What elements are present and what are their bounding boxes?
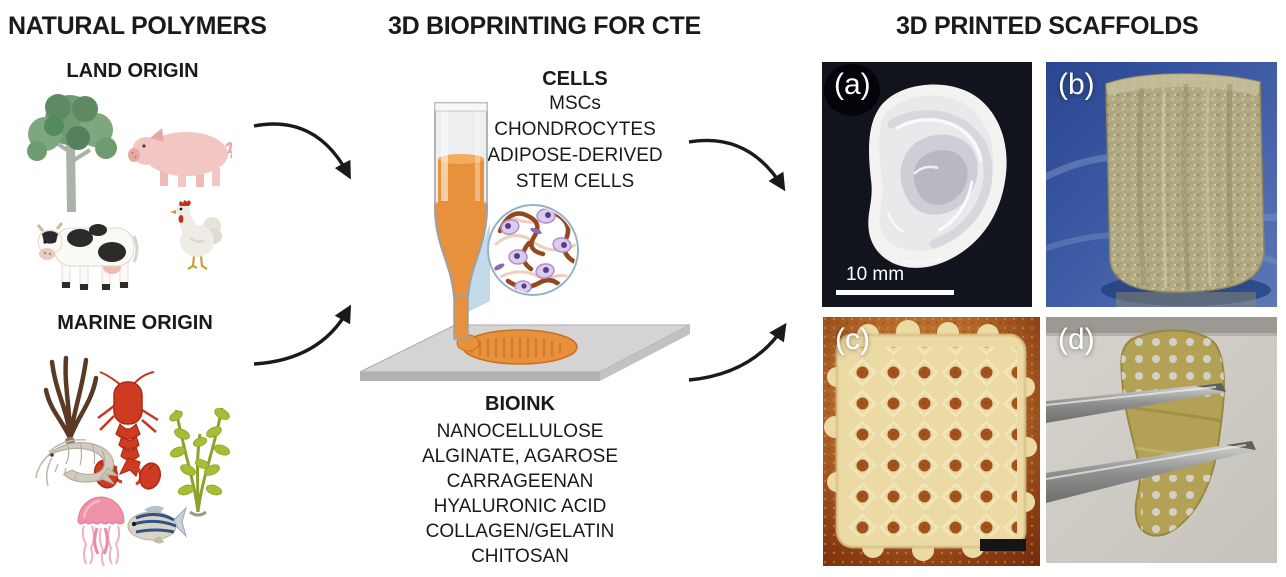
cells-heading: CELLS: [542, 68, 608, 90]
bioprinting-title: 3D BIOPRINTING FOR CTE: [388, 12, 701, 40]
cells-line: STEM CELLS: [515, 171, 635, 192]
striped-fish-icon: [127, 505, 188, 544]
photo-b-label: (b): [1058, 68, 1095, 101]
bioink-line: NANOCELLULOSE: [436, 421, 604, 442]
label-backdrop: [824, 64, 880, 116]
ear-scaffold-image: [822, 62, 1032, 307]
cells-line: ADIPOSE-DERIVED: [487, 145, 663, 166]
tweezers: [1046, 383, 1256, 503]
arrow-printer-to-scaffolds-bottom: [688, 322, 787, 382]
shrimp-icon: [35, 438, 120, 487]
photo-mesh-scaffold: (d): [1046, 317, 1277, 563]
photo-a-scalebar-text: 10 mm: [846, 264, 905, 285]
bioprinter-illustration: [359, 102, 691, 381]
printed-disc: [456, 329, 578, 365]
photo-a-label: (a): [834, 68, 871, 101]
arrow-marine-to-printer: [253, 304, 352, 366]
cow-icon: [36, 222, 139, 290]
cells-line: MSCs: [549, 93, 601, 114]
photo-d-label: (d): [1058, 323, 1095, 356]
arrow-land-to-printer: [253, 122, 351, 180]
scaffold-lattice: [824, 320, 1037, 561]
photo-ear-scaffold: (a) 10 mm: [822, 62, 1032, 307]
bioink-line: HYALURONIC ACID: [433, 496, 607, 517]
photo-cylinder-scaffold: (b): [1046, 62, 1277, 307]
jellyfish-icon: [77, 496, 125, 567]
bioink-line: CARRAGEENAN: [446, 471, 594, 492]
bioink-line: COLLAGEN/GELATIN: [425, 521, 615, 542]
bioink-heading: BIOINK: [485, 393, 555, 415]
grid-scaffold-image: [823, 317, 1040, 566]
photo-c-scalebar: [980, 539, 1026, 551]
marine-origin-label: MARINE ORIGIN: [57, 312, 213, 334]
bioink-line: ALGINATE, AGAROSE: [421, 446, 619, 467]
scaffolds-title: 3D PRINTED SCAFFOLDS: [896, 12, 1199, 40]
green-seaweed-icon: [169, 407, 231, 517]
rooster-icon: [170, 200, 222, 270]
syringe: [434, 102, 488, 340]
cells-list: MSCs CHONDROCYTES ADIPOSE-DERIVED STEM C…: [460, 91, 690, 195]
photo-c-label: (c): [835, 323, 870, 356]
photo-a-scalebar: [836, 290, 954, 295]
mesh-scaffold-image: [1046, 317, 1277, 563]
cylinder-scaffold-image: [1046, 62, 1277, 307]
bioink-cells-inset: [487, 204, 579, 296]
tree-icon: [27, 94, 117, 212]
cells-line: CHONDROCYTES: [494, 119, 656, 140]
bioink-list: NANOCELLULOSE ALGINATE, AGAROSE CARRAGEE…: [395, 419, 645, 569]
natural-polymers-title: NATURAL POLYMERS: [8, 12, 267, 40]
bioink-line: CHITOSAN: [471, 546, 569, 567]
arrow-printer-to-scaffolds-top: [688, 138, 786, 192]
land-origin-label: LAND ORIGIN: [66, 60, 199, 82]
photo-grid-scaffold: (c): [823, 317, 1040, 566]
pig-icon: [128, 128, 232, 187]
